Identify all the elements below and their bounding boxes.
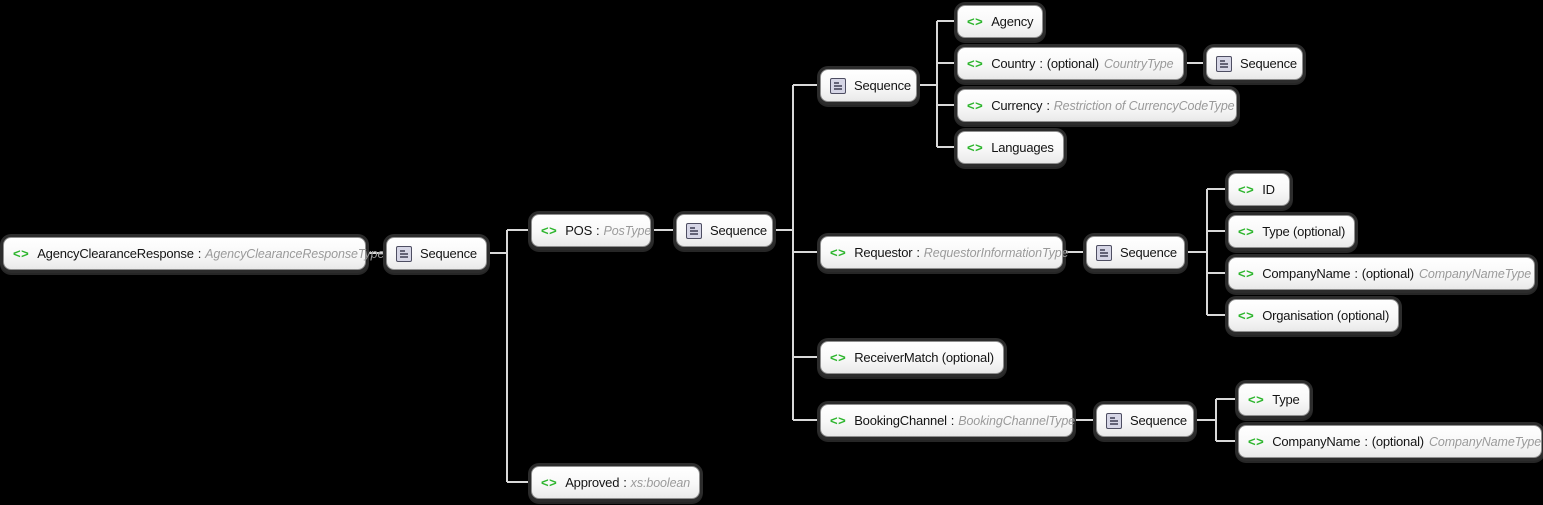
node-company-name-2[interactable]: <> CompanyName : (optional) CompanyNameT… (1238, 425, 1542, 458)
element-name-label: Languages (991, 140, 1054, 155)
sequence-label: Sequence (420, 246, 477, 261)
element-name-label: Requestor (854, 245, 913, 260)
type-name-label: xs:boolean (630, 475, 691, 490)
node-sequence-2[interactable]: Sequence (676, 214, 773, 247)
type-name-label: CompanyNameType (1428, 434, 1542, 449)
type-name-label: AgencyClearanceResponseType (205, 246, 385, 261)
type-separator: : (950, 413, 955, 428)
element-icon: <> (1248, 434, 1265, 449)
node-sequence-6[interactable]: Sequence (1096, 404, 1194, 437)
sequence-label: Sequence (1130, 413, 1187, 428)
element-icon: <> (1238, 224, 1255, 239)
type-separator: : (1364, 434, 1368, 449)
type-separator: : (1354, 266, 1358, 281)
element-name-label: Approved (565, 475, 620, 490)
element-name-label: Type (optional) (1262, 224, 1346, 239)
type-separator: : (197, 246, 202, 261)
node-approved[interactable]: <> Approved : xs:boolean (531, 466, 701, 499)
type-name-label: BookingChannelType (958, 413, 1076, 428)
element-name-label: Currency (991, 98, 1043, 113)
element-name-label: CompanyName (1272, 434, 1361, 449)
element-icon: <> (13, 246, 30, 261)
element-name-label: CompanyName (1262, 266, 1351, 281)
element-name-label: AgencyClearanceResponse (37, 246, 194, 261)
sequence-label: Sequence (854, 78, 911, 93)
type-separator: : (623, 475, 627, 490)
type-name-label: CompanyNameType (1418, 266, 1532, 281)
sequence-icon (1216, 55, 1232, 72)
node-booking-channel[interactable]: <> BookingChannel : BookingChannelType (820, 404, 1076, 437)
element-icon: <> (1248, 392, 1265, 407)
node-requestor[interactable]: <> Requestor : RequestorInformationType (820, 236, 1069, 269)
node-country[interactable]: <> Country : (optional) CountryType (957, 47, 1184, 80)
element-icon: <> (967, 140, 984, 155)
element-icon: <> (830, 245, 847, 260)
node-currency[interactable]: <> Currency : Restriction of CurrencyCod… (957, 89, 1237, 122)
type-separator: : (1039, 56, 1043, 71)
node-agency-clearance-response[interactable]: <> AgencyClearanceResponse : AgencyClear… (3, 237, 384, 270)
type-name-label: RequestorInformationType (923, 245, 1069, 260)
sequence-label: Sequence (1240, 56, 1297, 71)
element-name-label: Agency (991, 14, 1034, 29)
element-icon: <> (541, 475, 558, 490)
sequence-icon (830, 77, 846, 94)
node-agency[interactable]: <> Agency (957, 5, 1044, 38)
element-icon: <> (1238, 308, 1255, 323)
element-icon: <> (967, 56, 984, 71)
element-name-label: BookingChannel (854, 413, 947, 428)
node-receiver-match[interactable]: <> ReceiverMatch (optional) (820, 341, 1004, 374)
element-icon: <> (1238, 266, 1255, 281)
node-sequence-1[interactable]: Sequence (386, 237, 487, 270)
sequence-icon (396, 245, 412, 262)
sequence-icon (1106, 412, 1122, 429)
sequence-icon (686, 222, 702, 239)
type-name-label: PosType (603, 223, 652, 238)
element-name-label: POS (565, 223, 593, 238)
type-name-label: CountryType (1103, 56, 1174, 71)
optional-label: (optional) (1361, 266, 1414, 281)
node-sequence-4[interactable]: Sequence (1206, 47, 1303, 80)
node-type-optional[interactable]: <> Type (optional) (1228, 215, 1356, 248)
type-separator: : (596, 223, 600, 238)
node-sequence-3[interactable]: Sequence (820, 69, 917, 102)
node-pos[interactable]: <> POS : PosType (531, 214, 651, 247)
sequence-icon (1096, 244, 1112, 261)
node-company-name-1[interactable]: <> CompanyName : (optional) CompanyNameT… (1228, 257, 1535, 290)
element-name-label: ID (1262, 182, 1275, 197)
element-name-label: ReceiverMatch (optional) (854, 350, 994, 365)
element-icon: <> (1238, 182, 1255, 197)
element-icon: <> (830, 350, 847, 365)
node-languages[interactable]: <> Languages (957, 131, 1064, 164)
sequence-label: Sequence (710, 223, 767, 238)
optional-label: (optional) (1046, 56, 1099, 71)
type-separator: : (916, 245, 920, 260)
element-icon: <> (830, 413, 847, 428)
element-icon: <> (967, 14, 984, 29)
element-icon: <> (541, 223, 558, 238)
element-name-label: Organisation (optional) (1262, 308, 1390, 323)
type-separator: : (1046, 98, 1050, 113)
optional-label: (optional) (1371, 434, 1424, 449)
node-sequence-5[interactable]: Sequence (1086, 236, 1185, 269)
node-organisation[interactable]: <> Organisation (optional) (1228, 299, 1400, 332)
sequence-label: Sequence (1120, 245, 1177, 260)
element-name-label: Type (1272, 392, 1300, 407)
type-name-label: Restriction of CurrencyCodeType (1053, 98, 1235, 113)
element-name-label: Country (991, 56, 1036, 71)
element-icon: <> (967, 98, 984, 113)
node-id[interactable]: <> ID (1228, 173, 1290, 206)
node-type-2[interactable]: <> Type (1238, 383, 1310, 416)
